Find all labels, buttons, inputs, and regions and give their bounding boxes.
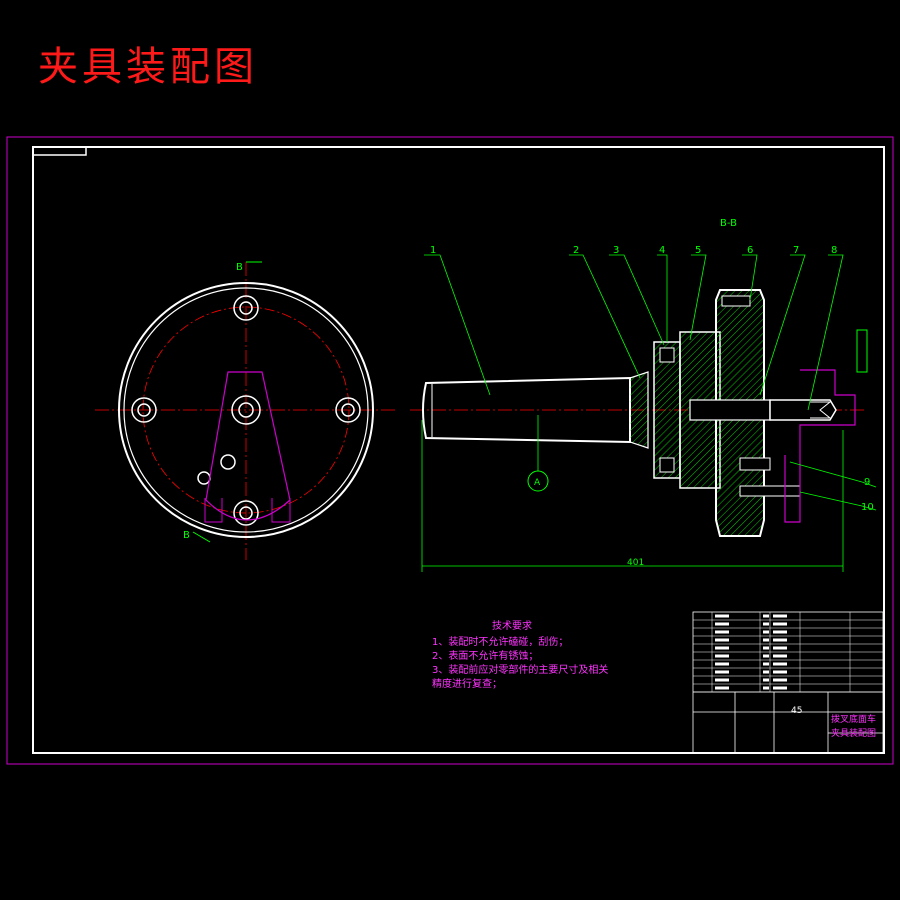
dimension-401: 401 [627, 558, 644, 568]
frame-tab [33, 147, 87, 156]
callout-4: 4 [659, 245, 665, 256]
drawing-name-line-1: 拨叉底面车 [831, 713, 876, 725]
parts-list-cell-text [715, 622, 729, 626]
callout-2: 2 [573, 245, 579, 256]
parts-list-cell-text [773, 686, 787, 690]
parts-list-cell-text [763, 678, 769, 682]
callout-1: 1 [430, 245, 436, 256]
callout-10: 10 [861, 502, 874, 513]
drawing-name-line-2: 夹具装配图 [831, 727, 876, 739]
technical-requirements: 技术要求 1、装配时不允许磕碰，刮伤； 2、表面不允许有锈蚀； 3、装配前应对零… [432, 620, 608, 692]
callout-5: 5 [695, 245, 701, 256]
parts-list-cell-text [773, 638, 787, 642]
callout-3: 3 [613, 245, 619, 256]
drawing-frame [32, 146, 885, 754]
parts-list-cell-text [715, 638, 729, 642]
parts-list-cell-text [715, 614, 729, 618]
parts-list-cell-text [763, 654, 769, 658]
parts-list-cell-text [773, 622, 787, 626]
parts-list-cell-text [773, 678, 787, 682]
parts-list-placeholders [715, 614, 787, 690]
parts-list-cell-text [773, 614, 787, 618]
parts-list-cell-text [763, 614, 769, 618]
parts-list-cell-text [715, 654, 729, 658]
callout-8: 8 [831, 245, 837, 256]
parts-list-cell-text [715, 630, 729, 634]
parts-list-cell-text [715, 646, 729, 650]
parts-list-cell-text [763, 630, 769, 634]
parts-list-cell-text [715, 678, 729, 682]
outer-border [6, 136, 894, 765]
section-view [410, 289, 868, 572]
parts-list-cell-text [715, 662, 729, 666]
parts-list-cell-text [715, 686, 729, 690]
tech-req-line-1: 1、装配时不允许磕碰，刮伤； [432, 637, 569, 648]
callout-6: 6 [747, 245, 753, 256]
parts-list-cell-text [773, 662, 787, 666]
parts-list-cell-text [763, 686, 769, 690]
leader-lines [424, 254, 877, 511]
callout-9: 9 [864, 477, 870, 488]
callout-7: 7 [793, 245, 799, 256]
tech-req-line-4: 精度进行复查； [432, 679, 502, 690]
plate-view [95, 261, 395, 560]
drawing-title: 夹具装配图 [38, 44, 258, 90]
tech-req-heading: 技术要求 [492, 621, 532, 632]
parts-list-cell-text [763, 670, 769, 674]
parts-list-cell-text [773, 646, 787, 650]
parts-list-cell-text [773, 654, 787, 658]
tech-req-line-2: 2、表面不允许有锈蚀； [432, 651, 539, 662]
parts-list-cell-text [763, 638, 769, 642]
parts-list-cell-text [763, 646, 769, 650]
section-label: B-B [720, 218, 737, 229]
parts-list-grid [693, 612, 883, 693]
tech-req-line-3: 3、装配前应对零部件的主要尺寸及相关 [432, 665, 609, 676]
view-label-b-top: B [236, 262, 243, 273]
parts-list-cell-text [773, 670, 787, 674]
section-marker-a: A [534, 478, 541, 488]
view-label-b-bottom: B [183, 530, 190, 541]
parts-list-cell-text [715, 670, 729, 674]
parts-list-cell-text [763, 622, 769, 626]
parts-list-cell-text [763, 662, 769, 666]
parts-list-cell-text [773, 630, 787, 634]
material-label: 45 [791, 706, 802, 716]
